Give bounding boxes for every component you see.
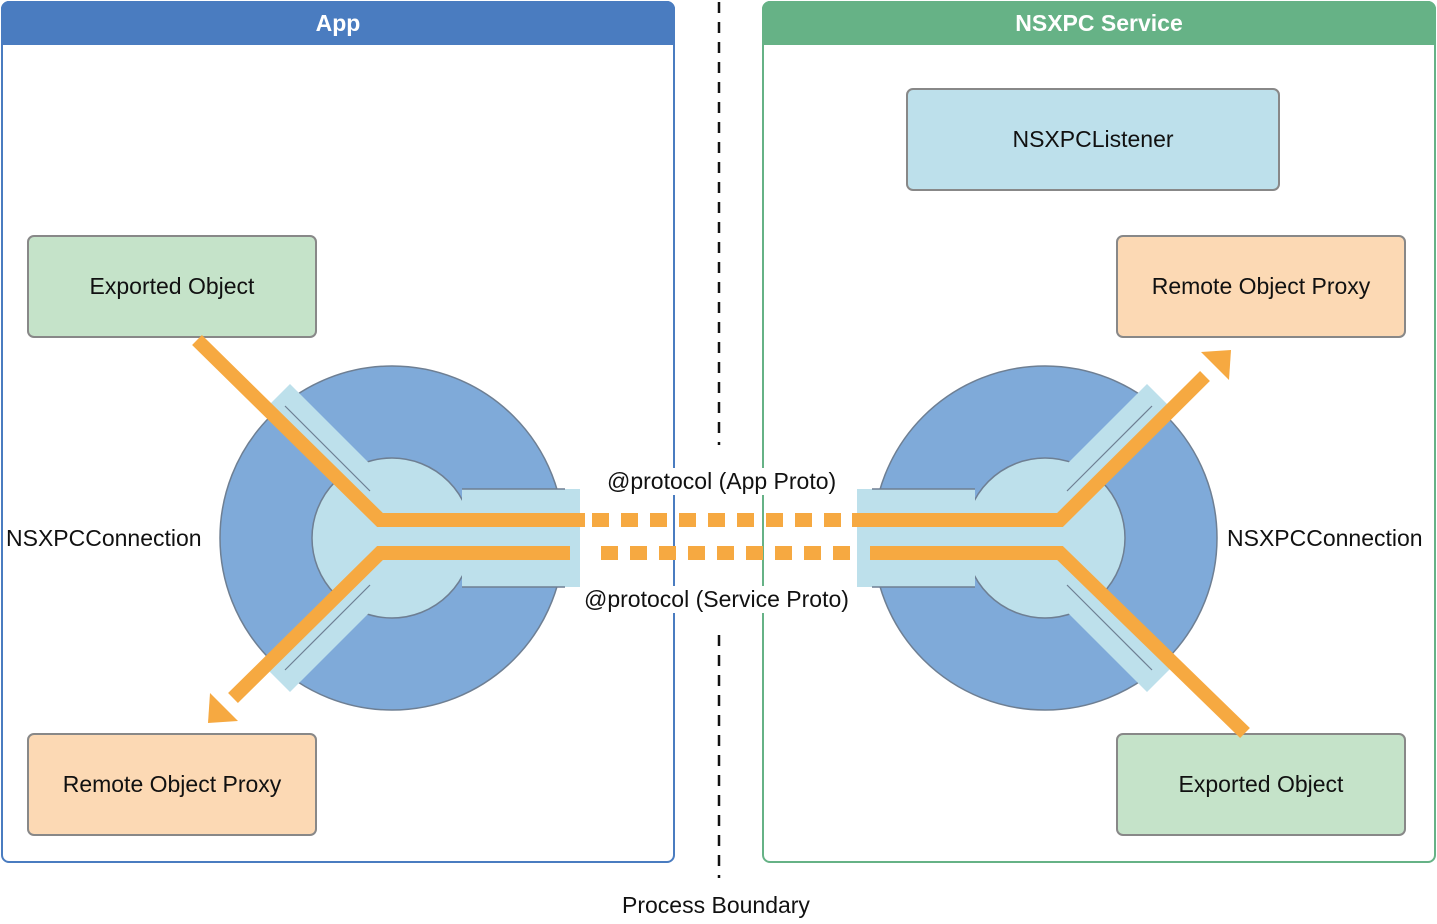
arrowhead-icon [1201,350,1231,380]
service-panel-title: NSXPC Service [762,1,1436,45]
service-exported-object-box: Exported Object [1116,733,1406,836]
arrowhead-icon [208,693,238,723]
app-panel-title: App [1,1,675,45]
service-protocol-label: @protocol (Service Proto) [582,586,851,613]
app-panel: App [1,1,675,863]
process-boundary-label: Process Boundary [622,892,810,918]
app-protocol-label: @protocol (App Proto) [605,468,839,495]
service-remote-object-proxy-box: Remote Object Proxy [1116,235,1406,338]
service-protocol-message-path [208,546,1250,739]
app-protocol-message-path [192,335,1231,527]
nsxpc-listener-box: NSXPCListener [906,88,1280,191]
service-connection-label: NSXPCConnection [1227,525,1423,551]
app-remote-object-proxy-box: Remote Object Proxy [27,733,317,836]
app-exported-object-box: Exported Object [27,235,317,338]
app-connection-label: NSXPCConnection [6,525,202,551]
